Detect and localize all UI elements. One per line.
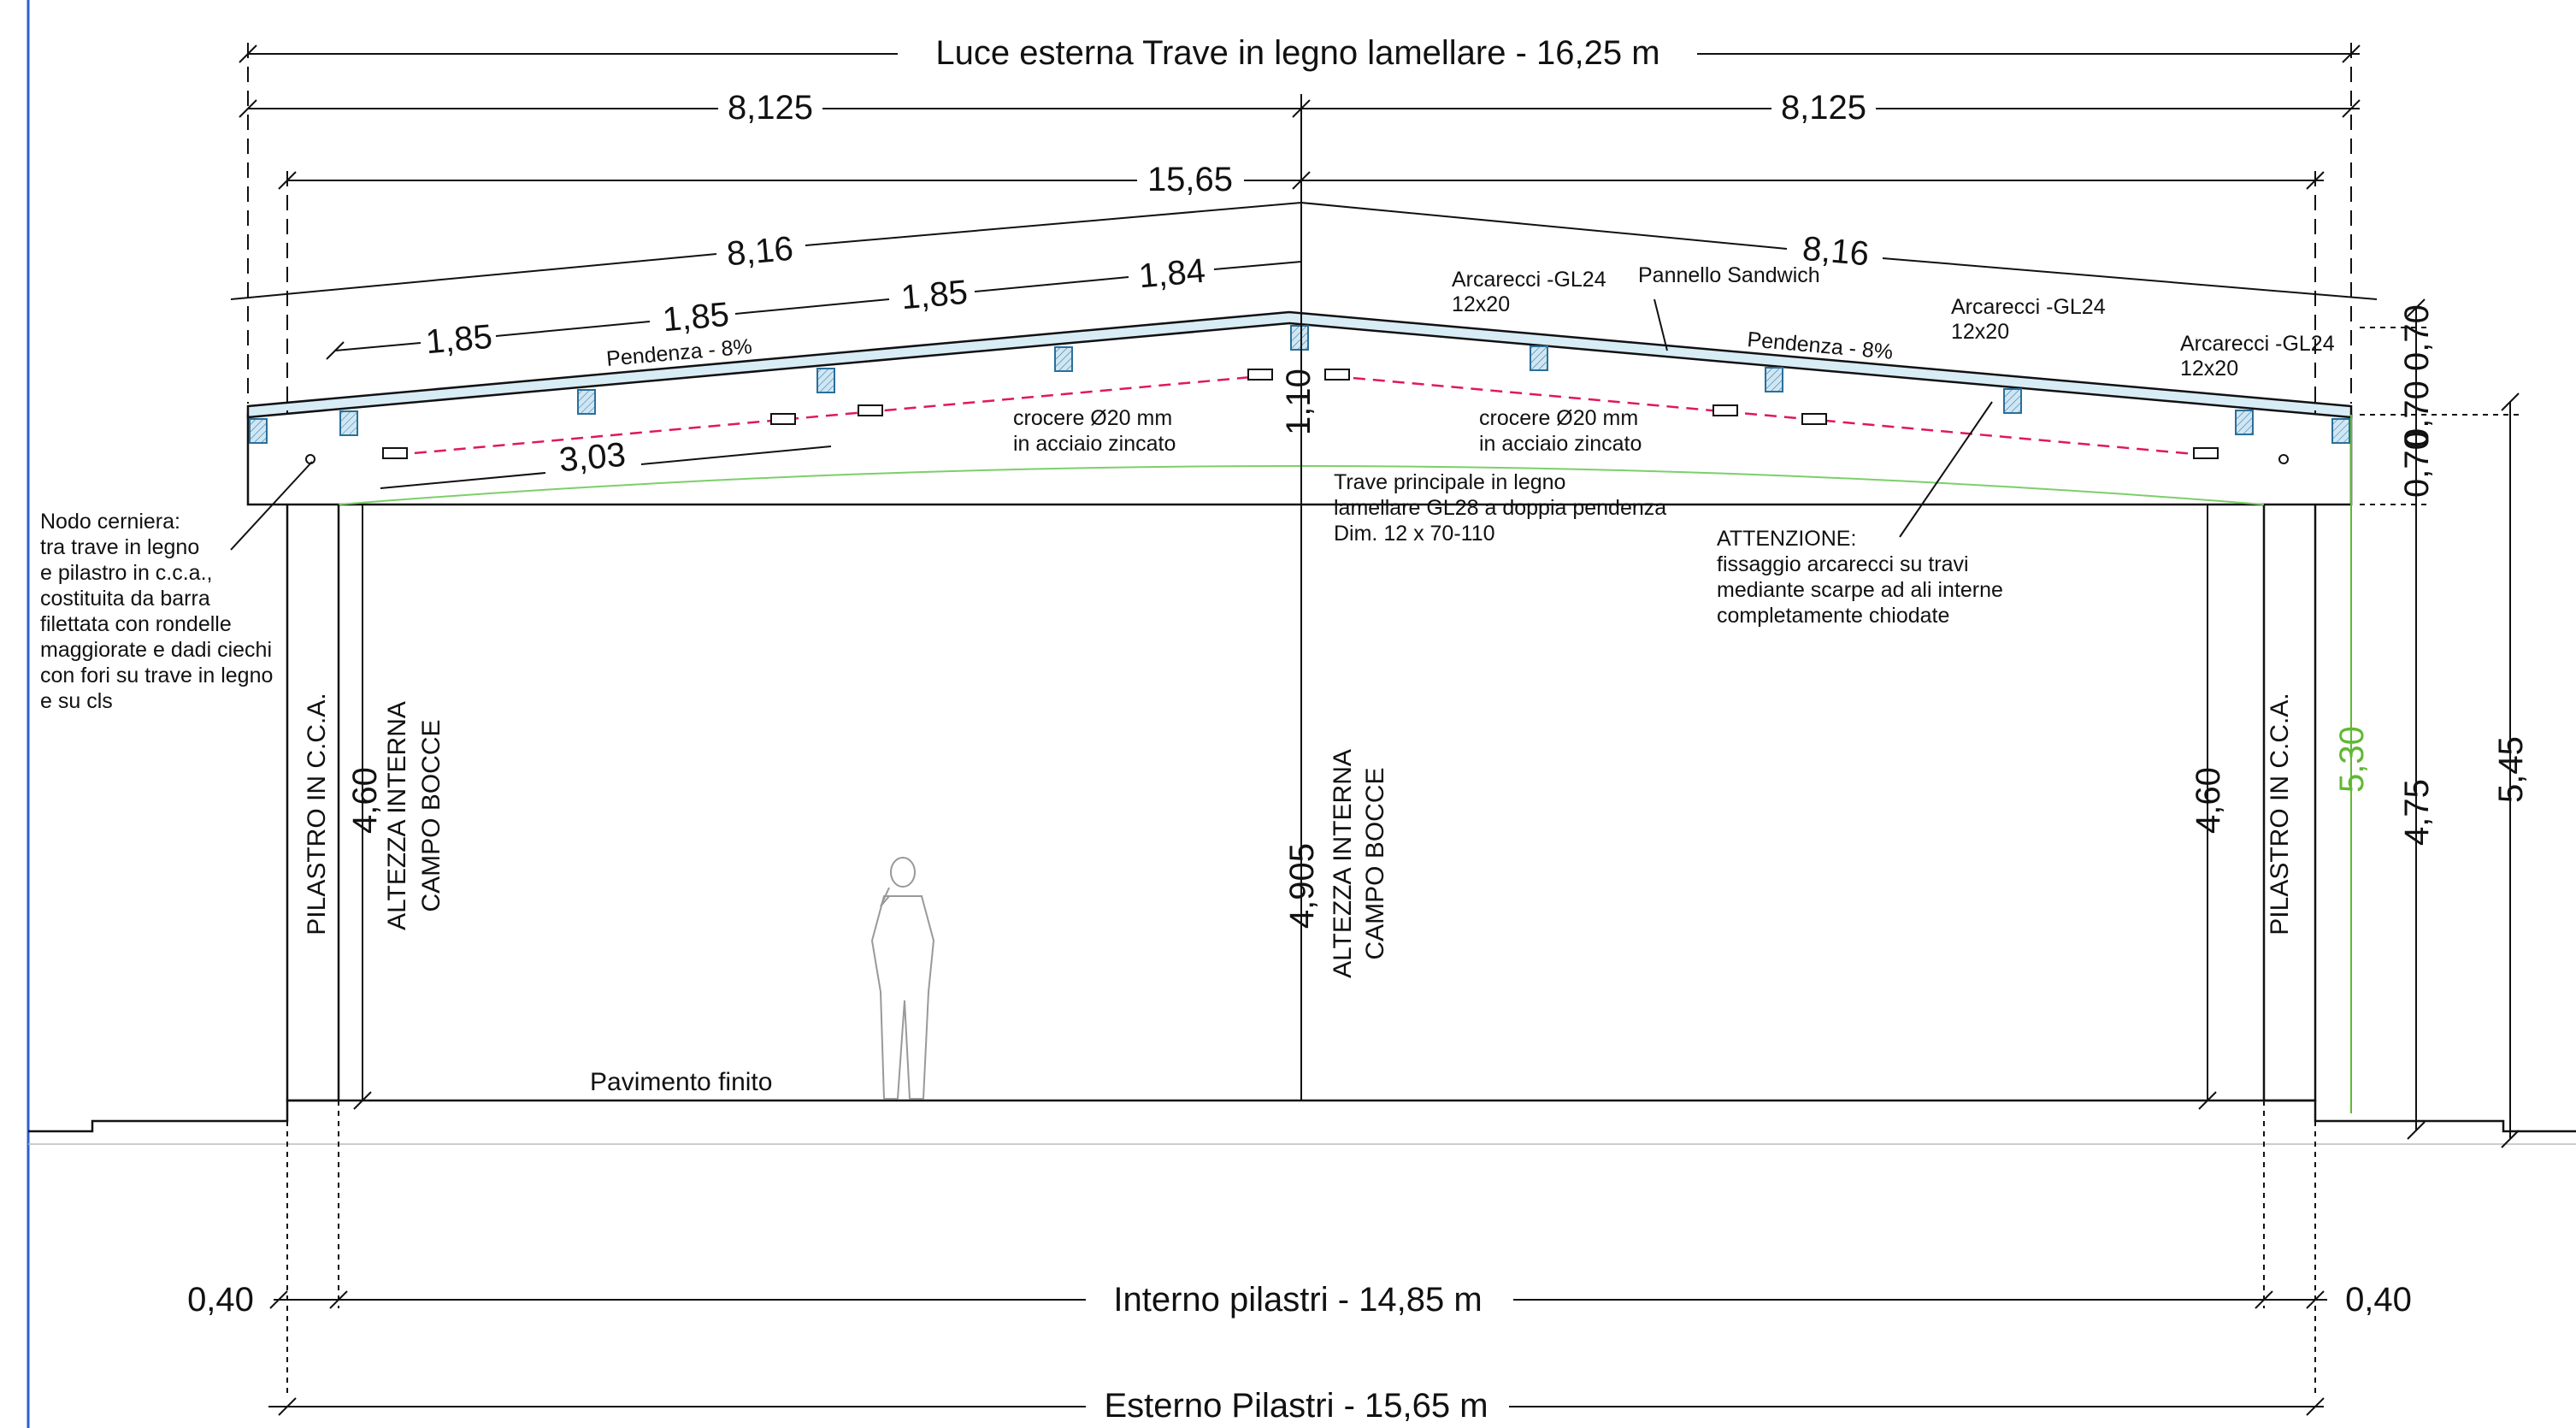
purlin bbox=[249, 418, 268, 444]
bracing-right-note-1: crocere Ø20 mm bbox=[1479, 406, 1638, 430]
eave-top-b-label: 0,70 bbox=[2398, 381, 2436, 447]
purlin bbox=[339, 410, 358, 436]
dimension-ticks bbox=[239, 44, 2520, 1416]
hinge-note: Nodo cerniera: tra trave in legno e pila… bbox=[40, 510, 273, 713]
left-clear-height-label: 4,60 bbox=[346, 767, 384, 834]
pillar-left-width-label: 0,40 bbox=[187, 1281, 254, 1319]
ground-line bbox=[28, 1099, 2576, 1133]
purlin bbox=[1054, 346, 1073, 372]
svg-text:tra trave in legno: tra trave in legno bbox=[40, 535, 199, 559]
height-475-label: 4,75 bbox=[2398, 779, 2436, 846]
warning-note-2: fissaggio arcarecci su travi bbox=[1717, 552, 1969, 576]
svg-text:con fori su trave in legno: con fori su trave in legno bbox=[40, 664, 273, 687]
warning-note-3: mediante scarpe ad ali interne bbox=[1717, 578, 2003, 602]
purlin bbox=[2235, 410, 2254, 435]
purlin-spacing-3: 1,85 bbox=[899, 274, 969, 317]
svg-text:costituita da barra: costituita da barra bbox=[40, 587, 210, 611]
bracing-left-note-1: crocere Ø20 mm bbox=[1013, 406, 1172, 430]
purlin-spacing-4: 1,84 bbox=[1137, 252, 1206, 296]
bracing-anchors bbox=[382, 369, 2219, 459]
half-left-label: 8,125 bbox=[728, 89, 813, 127]
ridge-depth-label: 1,10 bbox=[1280, 369, 1317, 435]
internal-height-center-2: CAMPO BOCCE bbox=[1361, 767, 1389, 959]
right-clear-height-label: 4,60 bbox=[2190, 767, 2227, 834]
slope-left-label: 8,16 bbox=[725, 230, 794, 274]
purlin bbox=[816, 368, 835, 393]
center-clear-height-label: 4,905 bbox=[1283, 843, 1321, 929]
eave-depth-label: 0,70 bbox=[2398, 431, 2436, 498]
purlin-label-a-2: 12x20 bbox=[1452, 292, 1510, 316]
purlin-label-b-1: Arcarecci -GL24 bbox=[1951, 295, 2106, 319]
purlin-spacing-1: 1,85 bbox=[424, 318, 493, 362]
svg-text:e pilastro in c.c.a.,: e pilastro in c.c.a., bbox=[40, 561, 212, 585]
svg-text:filettata con rondelle: filettata con rondelle bbox=[40, 612, 232, 636]
purlin bbox=[2331, 418, 2350, 444]
purlin-label-c-1: Arcarecci -GL24 bbox=[2180, 332, 2335, 356]
half-right-label: 8,125 bbox=[1781, 89, 1866, 127]
purlin-label-b-2: 12x20 bbox=[1951, 320, 2009, 344]
beam-length-label: 15,65 bbox=[1147, 161, 1233, 198]
pillar-right-label: PILASTRO IN C.C.A. bbox=[2266, 693, 2294, 935]
svg-text:e su cls: e su cls bbox=[40, 689, 113, 713]
sandwich-panel-label: Pannello Sandwich bbox=[1638, 263, 1820, 287]
dimension-lines bbox=[230, 43, 2522, 1407]
eave-top-a-label: 0,70 bbox=[2398, 304, 2436, 371]
main-beam-note-2: lamellare GL28 a doppia pendenza bbox=[1334, 496, 1666, 520]
bracing-lines bbox=[394, 375, 2205, 457]
pillar-left-label: PILASTRO IN C.C.A. bbox=[303, 693, 331, 935]
pillar-right-width-label: 0,40 bbox=[2345, 1281, 2412, 1319]
svg-text:maggiorate e dadi ciechi: maggiorate e dadi ciechi bbox=[40, 638, 272, 662]
internal-height-left-2: CAMPO BOCCE bbox=[417, 719, 445, 912]
floor-label: Pavimento finito bbox=[590, 1068, 772, 1096]
bracing-left-note-2: in acciaio zincato bbox=[1013, 432, 1176, 456]
purlin bbox=[1765, 367, 1783, 392]
purlin bbox=[1530, 345, 1548, 371]
purlin bbox=[2003, 388, 2022, 414]
purlin-label-a-1: Arcarecci -GL24 bbox=[1452, 268, 1606, 292]
purlins bbox=[249, 325, 2350, 444]
main-beam-note-1: Trave principale in legno bbox=[1334, 470, 1565, 494]
human-scale-figure bbox=[870, 857, 935, 1100]
purlin bbox=[1290, 325, 1309, 351]
bracing-right-note-2: in acciaio zincato bbox=[1479, 432, 1642, 456]
bracing-length-label: 3,03 bbox=[557, 436, 627, 480]
height-545-label: 5,45 bbox=[2492, 736, 2530, 803]
internal-height-left-1: ALTEZZA INTERNA bbox=[383, 701, 411, 930]
main-beam-note-3: Dim. 12 x 70-110 bbox=[1334, 522, 1495, 546]
svg-text:Nodo cerniera:: Nodo cerniera: bbox=[40, 510, 180, 534]
green-height-label: 5,30 bbox=[2333, 726, 2371, 793]
overall-span-label: Luce esterna Trave in legno lamellare - … bbox=[935, 34, 1659, 72]
warning-note-4: completamente chiodate bbox=[1717, 604, 1949, 628]
purlin-spacing-2: 1,85 bbox=[661, 296, 730, 339]
interior-span-label: Interno pilastri - 14,85 m bbox=[1113, 1281, 1482, 1319]
purlin bbox=[577, 389, 596, 415]
purlin-label-c-2: 12x20 bbox=[2180, 357, 2238, 381]
slope-right-label: 8,16 bbox=[1801, 230, 1870, 274]
warning-note-1: ATTENZIONE: bbox=[1717, 527, 1856, 551]
exterior-span-label: Esterno Pilastri - 15,65 m bbox=[1104, 1387, 1488, 1425]
hinge-bolt-left bbox=[305, 454, 315, 464]
internal-height-center-1: ALTEZZA INTERNA bbox=[1329, 749, 1357, 978]
hinge-bolt-right bbox=[2278, 454, 2289, 464]
